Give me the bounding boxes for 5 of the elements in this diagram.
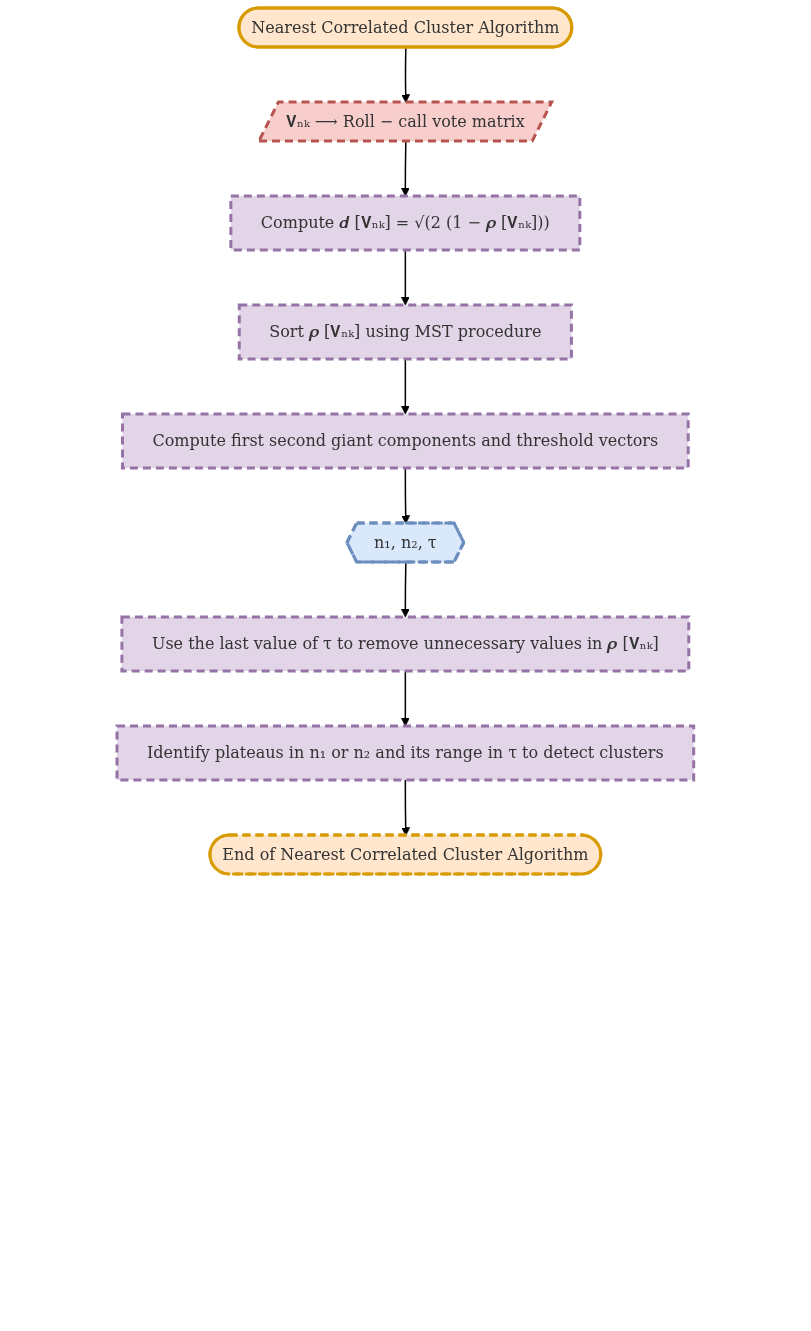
node-box: Use the last value of τ to remove unnecessary values in 𝝆 [𝐕ₙₖ] (120, 615, 691, 673)
node-box: Compute 𝒅 [𝐕ₙₖ] = √(2 (1 − 𝝆 [𝐕ₙₖ])) (229, 194, 582, 252)
node-box: Sort 𝝆 [𝐕ₙₖ] using MST procedure (237, 303, 574, 361)
node-box: Compute first second giant components and threshold vectors (121, 412, 690, 470)
node-box: Identify plateaus in n₁ or n₂ and its range in τ to detect clusters (115, 724, 696, 782)
